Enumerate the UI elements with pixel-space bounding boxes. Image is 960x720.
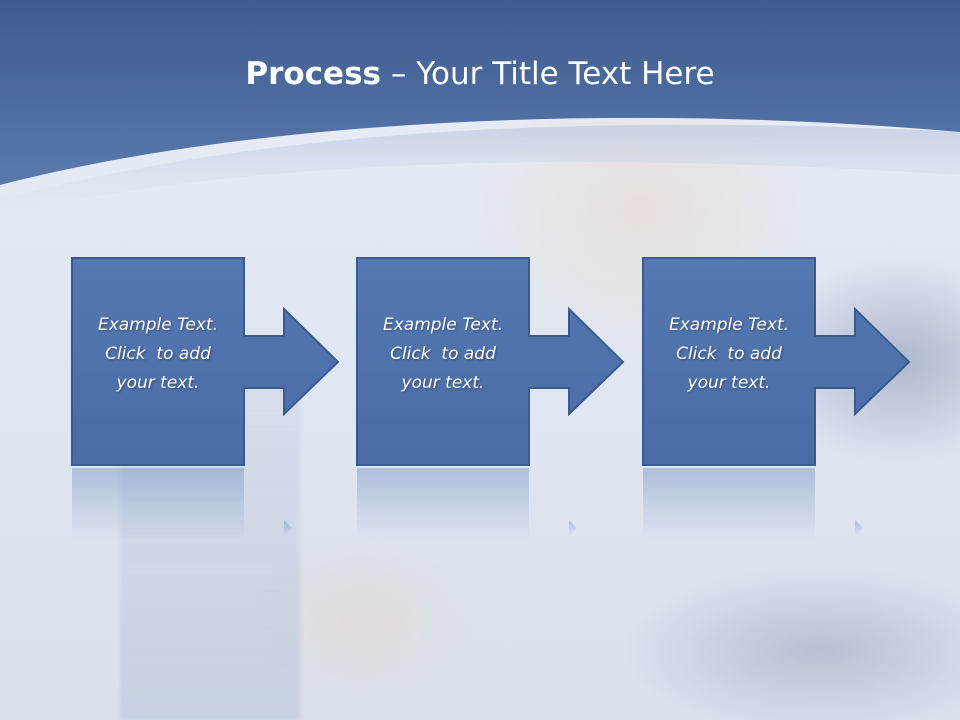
step-1-shape bbox=[71, 257, 340, 466]
process-step-3[interactable] bbox=[642, 257, 911, 540]
step-1-line-1: Example Text. bbox=[97, 315, 219, 335]
step-3-text[interactable]: Example Text. Click to add your text. bbox=[642, 311, 816, 398]
step-3-line-1: Example Text. bbox=[668, 315, 790, 335]
step-1-line-3: your text. bbox=[116, 373, 200, 393]
step-2-shape bbox=[356, 257, 625, 466]
step-1-arrow-reflection bbox=[284, 520, 292, 536]
process-step-2[interactable] bbox=[356, 257, 625, 540]
step-2-line-2: Click to add bbox=[390, 344, 496, 364]
step-2-line-3: your text. bbox=[401, 373, 485, 393]
step-2-reflection bbox=[357, 468, 529, 540]
step-3-reflection bbox=[643, 468, 815, 540]
step-3-line-3: your text. bbox=[687, 373, 771, 393]
step-1-line-2: Click to add bbox=[105, 344, 211, 364]
slide-title[interactable]: Process – Your Title Text Here bbox=[0, 52, 960, 96]
step-3-shape bbox=[642, 257, 911, 466]
step-3-line-2: Click to add bbox=[676, 344, 782, 364]
title-rest: – Your Title Text Here bbox=[381, 56, 715, 92]
step-1-reflection bbox=[72, 468, 244, 540]
title-bold: Process bbox=[245, 56, 381, 92]
process-step-1[interactable] bbox=[71, 257, 340, 540]
step-2-text[interactable]: Example Text. Click to add your text. bbox=[356, 311, 530, 398]
step-1-text[interactable]: Example Text. Click to add your text. bbox=[71, 311, 245, 398]
header-band bbox=[0, 0, 960, 215]
step-3-arrow-reflection bbox=[855, 520, 863, 536]
step-2-line-1: Example Text. bbox=[382, 315, 504, 335]
step-2-arrow-reflection bbox=[569, 520, 577, 536]
